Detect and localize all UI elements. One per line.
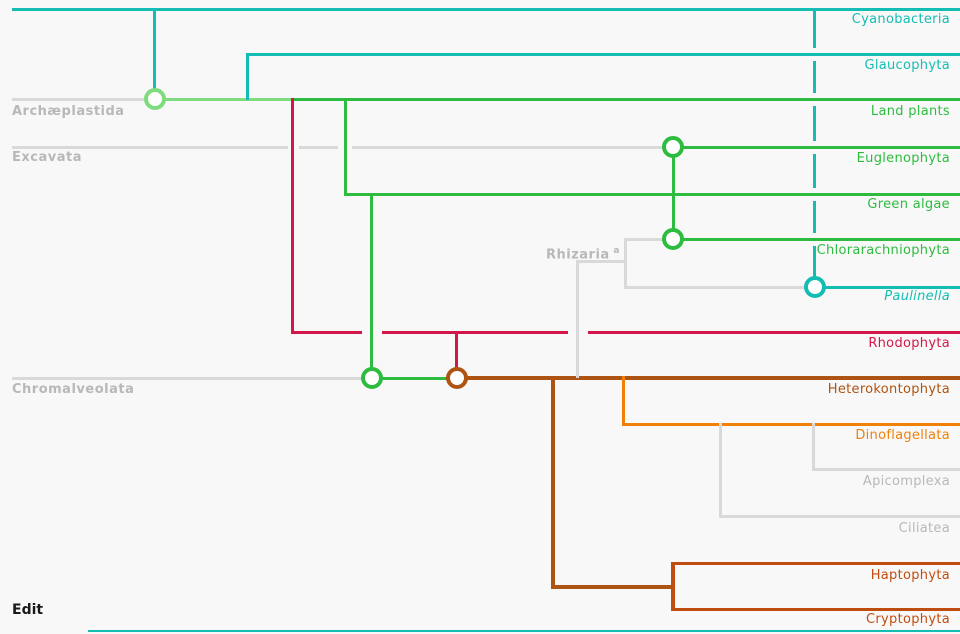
rhizaria-bracket-bottom xyxy=(625,286,815,289)
excavata-gray-line-1 xyxy=(12,146,288,149)
rhodophyta-branch xyxy=(291,98,294,334)
bottom-teal-line xyxy=(88,630,960,632)
primary-endosymbiosis-drop xyxy=(153,8,156,100)
footnote-marker: a xyxy=(609,246,620,256)
rhodophyta-line-1 xyxy=(293,331,362,334)
rhodophyta-line-3 xyxy=(588,331,960,334)
archaeplastida-stem xyxy=(155,98,293,101)
chromalveolata-stem-green xyxy=(372,377,457,380)
chromalveolata-gray-line xyxy=(12,377,372,380)
group-label-excavata: Excavata xyxy=(12,150,82,165)
green-algae-branch xyxy=(344,98,347,196)
green-algae-line xyxy=(344,193,960,196)
rhizaria-bracket-v xyxy=(624,238,627,289)
rhizaria-bracket-mid xyxy=(577,260,627,263)
label-apicomplexa: Apicomplexa xyxy=(862,474,950,489)
haptophyta-line xyxy=(672,562,960,565)
alveolata-drop xyxy=(622,376,625,426)
rhizaria-stem xyxy=(576,260,579,378)
rhodophyta-line-2 xyxy=(382,331,568,334)
label-euglenophyta: Euglenophyta xyxy=(856,151,950,166)
red-secondary-drop xyxy=(455,331,458,378)
cryptista-drop xyxy=(551,376,555,589)
glaucophyta-line xyxy=(246,53,960,56)
chlorarachniophyta-node xyxy=(662,228,684,250)
glaucophyta-branch xyxy=(246,53,249,100)
euglenophyta-node xyxy=(662,136,684,158)
group-label-chromalveolata: Chromalveolata xyxy=(12,382,135,397)
label-green-algae: Green algae xyxy=(867,197,950,212)
paulinella-drop-1 xyxy=(813,8,816,48)
dinoflagellata-line xyxy=(622,423,960,426)
label-rhodophyta: Rhodophyta xyxy=(868,336,950,351)
heterokontophyta-line xyxy=(457,376,960,380)
rhizaria-bracket-top xyxy=(625,238,673,241)
label-dinoflagellata: Dinoflagellata xyxy=(855,428,950,443)
group-label-archaeplastida: Archæplastida xyxy=(12,104,125,119)
primary-endosymbiosis-node xyxy=(144,88,166,110)
ciliatea-drop xyxy=(719,423,722,518)
label-paulinella: Paulinella xyxy=(884,289,950,304)
cryptophyta-line xyxy=(672,608,960,611)
paulinella-drop-6 xyxy=(813,246,816,287)
cryptista-stem xyxy=(551,585,673,589)
green-event-node xyxy=(361,367,383,389)
label-cryptophyta: Cryptophyta xyxy=(866,612,950,627)
label-chlorarachniophyta: Chlorarachniophyta xyxy=(816,243,950,258)
group-label-rhizaria: Rhizaria a xyxy=(546,246,620,263)
ciliatea-line xyxy=(720,515,960,518)
cyanobacteria-line xyxy=(12,8,960,11)
hapto-crypto-bracket-v xyxy=(671,562,675,611)
label-ciliatea: Ciliatea xyxy=(898,521,950,536)
paulinella-node xyxy=(804,276,826,298)
euglenid-chlorarachnid-link xyxy=(672,146,675,240)
paulinella-line xyxy=(815,286,960,289)
excavata-gray-line-3 xyxy=(352,146,673,149)
excavata-gray-line-2 xyxy=(299,146,338,149)
euglenophyta-line xyxy=(673,146,960,149)
apicomplexa-line xyxy=(813,468,960,471)
archaeplastida-gray-line xyxy=(12,98,155,101)
label-glaucophyta: Glaucophyta xyxy=(864,58,950,73)
label-heterokontophyta: Heterokontophyta xyxy=(827,382,950,397)
label-haptophyta: Haptophyta xyxy=(870,568,950,583)
green-secondary-drop xyxy=(370,193,373,378)
paulinella-drop-3 xyxy=(813,106,816,141)
label-cyanobacteria: Cyanobacteria xyxy=(851,12,950,27)
edit-link[interactable]: Edit xyxy=(12,602,44,618)
chlorarachniophyta-line xyxy=(673,238,960,241)
paulinella-drop-2 xyxy=(813,61,816,93)
paulinella-drop-4 xyxy=(813,154,816,188)
label-land-plants: Land plants xyxy=(870,104,950,119)
apicomplexa-drop xyxy=(812,423,815,471)
paulinella-drop-5 xyxy=(813,201,816,233)
land-plants-line xyxy=(293,98,960,101)
red-event-node xyxy=(446,367,468,389)
